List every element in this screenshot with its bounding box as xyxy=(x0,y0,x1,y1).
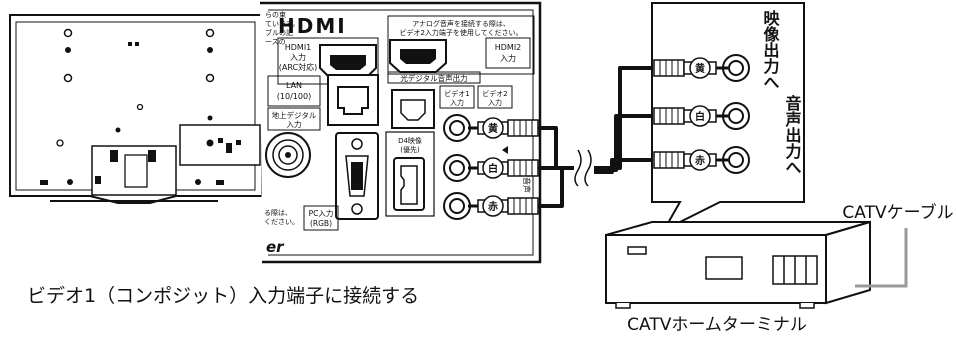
lan-port xyxy=(327,74,379,126)
analog-note-line-2: ビデオ2入力端子を使用してください。 xyxy=(399,28,522,37)
plug-white-out: 白 xyxy=(689,105,711,127)
hdmi-logo: HDMI xyxy=(278,14,347,38)
hdmi1-port xyxy=(319,44,377,79)
hdmi1-label-3: (ARC対応) xyxy=(279,62,317,72)
pc-label-2: (RGB) xyxy=(310,219,332,228)
lan-label-1: LAN xyxy=(286,81,302,90)
optical-port xyxy=(391,89,435,129)
video-out-label: 映像出力へ xyxy=(761,9,780,90)
optical-label: 光デジタル音声出力 xyxy=(400,73,467,83)
terrestrial-label-1: 地上デジタル xyxy=(272,110,317,120)
plug-white-label: 白 xyxy=(488,162,498,175)
pc-note-line-1: る際は、 xyxy=(264,208,292,217)
pc-label-1: PC入力 xyxy=(309,208,334,218)
plug-red-label: 赤 xyxy=(488,200,498,213)
arrow-icon xyxy=(502,146,508,154)
plug-white-panel: 白 xyxy=(482,157,504,179)
plug-yellow-out: 黄 xyxy=(689,57,711,79)
analog-note-line-1: アナログ音声を接続する際は、 xyxy=(412,19,510,28)
plug-red-out: 赤 xyxy=(689,149,711,171)
video2-label-1: ビデオ2 xyxy=(482,89,507,98)
plug-yellow-label: 黄 xyxy=(488,122,498,135)
video1-label-2: 入力 xyxy=(450,98,464,107)
hdmi1-label-2: 入力 xyxy=(290,52,306,62)
catv-terminal-label: CATVホームターミナル xyxy=(627,315,807,335)
pc-note-line-2: ください。 xyxy=(264,218,299,226)
left-note-line-4: ースの xyxy=(265,38,286,46)
catv-cable-label: CATVケーブル xyxy=(842,202,953,223)
catv-terminal xyxy=(605,220,871,309)
logo-partial: er xyxy=(266,238,285,256)
left-note-line-1: らの束 xyxy=(265,11,286,19)
audio-out-label: 音声出力へ xyxy=(783,94,803,175)
plug-red-panel: 赤 xyxy=(482,195,504,217)
tv-back xyxy=(9,14,263,204)
terminal-panel: HDMI らの束 ています。 ブルの記 ースの HDMI1 入力 (ARC対応)… xyxy=(260,1,542,264)
hdmi1-label-1: HDMI1 xyxy=(285,43,312,52)
antenna-port xyxy=(265,132,311,178)
plug-yellow-out-label: 黄 xyxy=(695,62,705,75)
video1-jacks xyxy=(443,114,471,220)
lan-label-2: (10/100) xyxy=(277,92,311,101)
d4-port xyxy=(393,157,425,211)
left-note-line-2: ています。 xyxy=(265,20,299,28)
d4-label-1: D4映像 xyxy=(398,136,422,145)
cable-break xyxy=(574,149,594,187)
plug-yellow-panel: 黄 xyxy=(482,117,504,139)
video2-label-2: 入力 xyxy=(488,98,502,107)
terrestrial-label-2: 入力 xyxy=(287,119,302,129)
hdmi2-label-1: HDMI2 xyxy=(495,43,522,52)
hdmi2-label-2: 入力 xyxy=(500,53,516,63)
hdmi2-port xyxy=(389,39,447,73)
left-note-line-3: ブルの記 xyxy=(265,28,293,37)
cable-routes xyxy=(538,66,680,208)
video1-label-1: ビデオ1 xyxy=(444,89,469,98)
output-callout xyxy=(651,2,805,233)
plug-white-out-label: 白 xyxy=(695,110,705,123)
plug-red-out-label: 赤 xyxy=(695,154,705,167)
vga-port xyxy=(335,132,379,220)
catv-cable xyxy=(855,228,908,288)
caption: ビデオ1（コンポジット）入力端子に接続する xyxy=(27,285,419,307)
onsei-label: 音声 xyxy=(522,177,532,193)
d4-label-2: (優先) xyxy=(400,145,420,154)
